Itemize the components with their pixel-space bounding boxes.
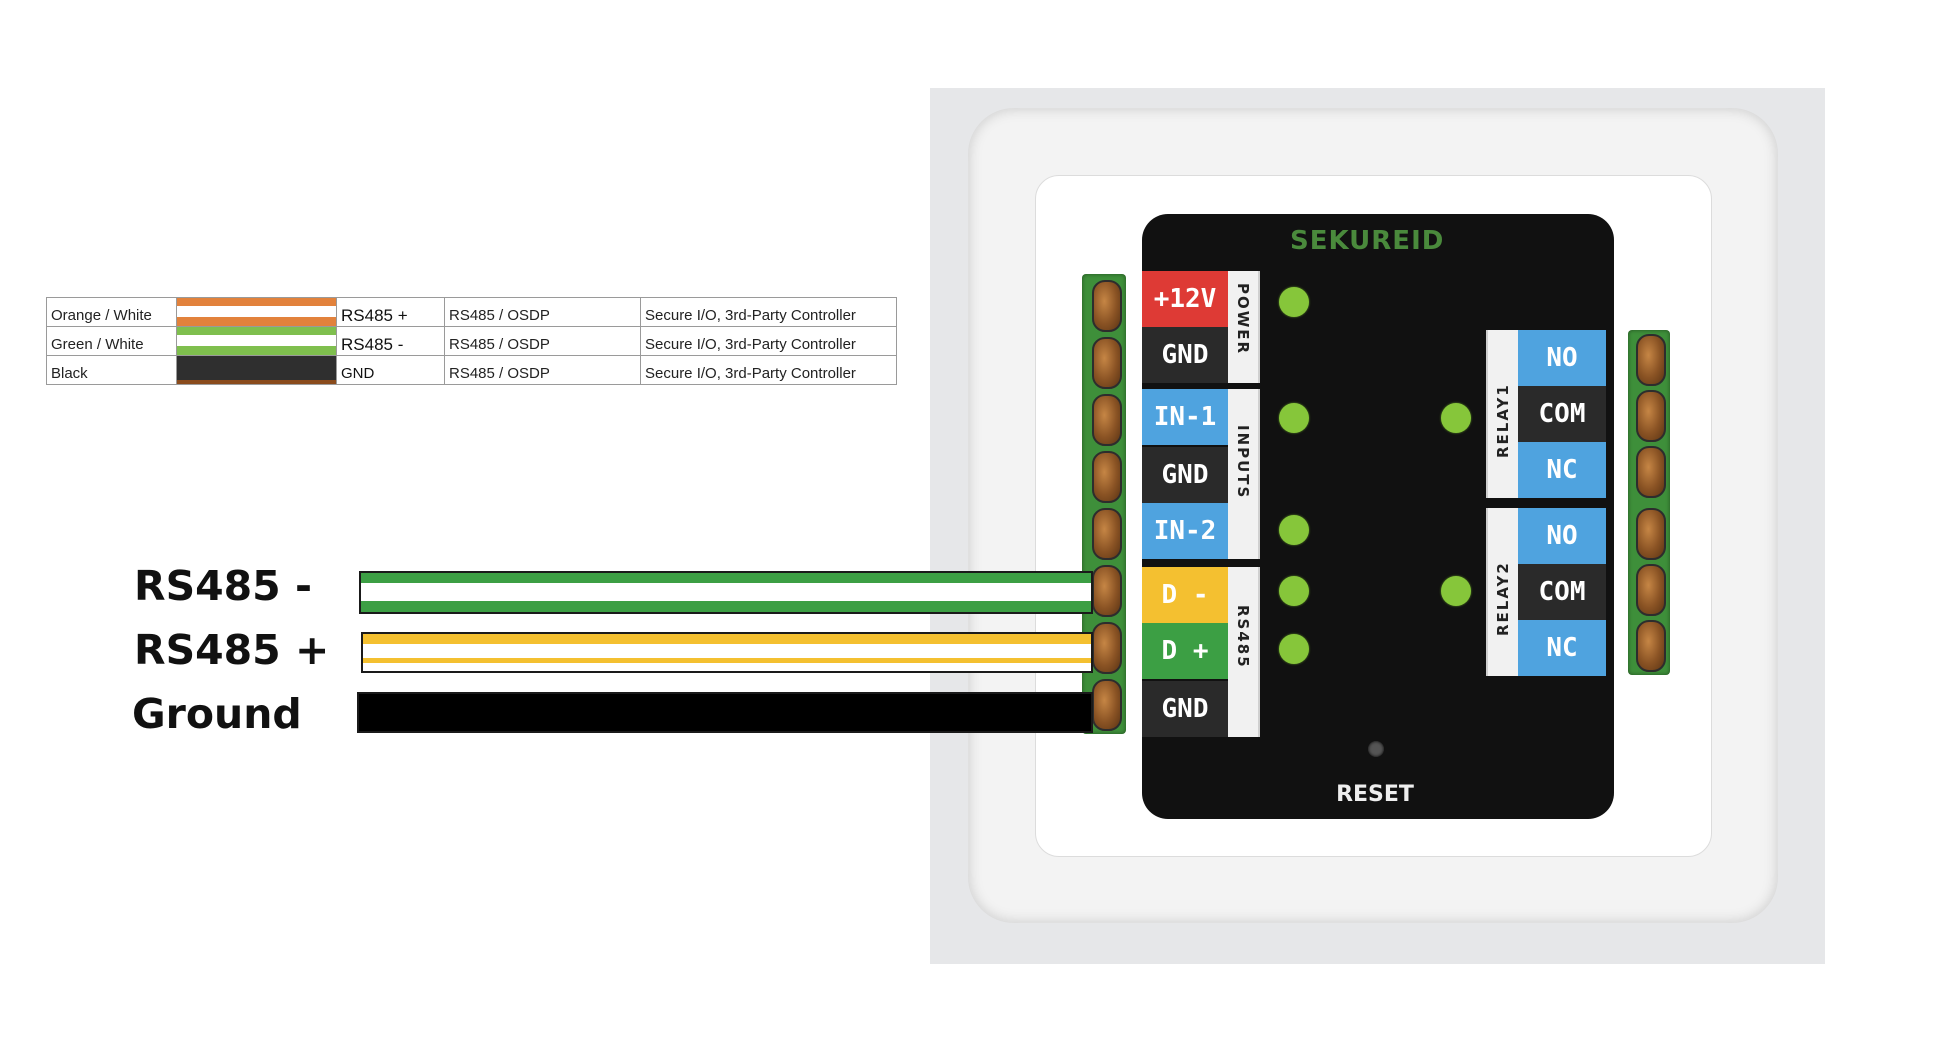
pin-label-in2: IN-2 <box>1142 503 1228 559</box>
pin-label-relay1-no: NO <box>1518 330 1606 386</box>
screw-terminal <box>1092 337 1122 389</box>
pin-label-relay1-nc: NC <box>1518 442 1606 498</box>
pin-label-gnd: GND <box>1142 447 1228 503</box>
screw-terminal <box>1092 679 1122 731</box>
screw-terminal <box>1092 394 1122 446</box>
wire-color-name: Black <box>46 355 177 385</box>
group-label-rs485: RS485 <box>1234 605 1252 669</box>
wire-color-name: Green / White <box>46 326 177 356</box>
wire-protocol: RS485 / OSDP <box>444 297 641 327</box>
table-row: Black GND RS485 / OSDP Secure I/O, 3rd-P… <box>46 355 897 385</box>
wire-color-name: Orange / White <box>46 297 177 327</box>
wire-rs485-minus <box>359 571 1093 614</box>
pin-label-12v: +12V <box>1142 271 1228 327</box>
group-tab-rs485: RS485 <box>1228 567 1260 737</box>
reset-label: RESET <box>1336 782 1414 807</box>
wire-rs485-plus <box>361 632 1093 673</box>
pin-label-relay2-nc: NC <box>1518 620 1606 676</box>
led-indicator <box>1279 634 1309 664</box>
wire-signal: RS485 + <box>336 297 445 327</box>
screw-terminal <box>1092 508 1122 560</box>
wire-label-rs485-minus: RS485 - <box>134 562 312 610</box>
pin-label-d-minus: D - <box>1142 567 1228 623</box>
wire-usage: Secure I/O, 3rd-Party Controller <box>640 355 897 385</box>
right-terminal-block <box>1628 330 1670 675</box>
led-indicator <box>1279 515 1309 545</box>
led-indicator <box>1279 403 1309 433</box>
wire-label-ground: Ground <box>132 690 302 738</box>
table-row: Green / White RS485 - RS485 / OSDP Secur… <box>46 326 897 356</box>
screw-terminal <box>1092 280 1122 332</box>
group-label-relay2: RELAY2 <box>1494 561 1512 636</box>
group-tab-relay2: RELAY2 <box>1486 508 1518 676</box>
led-indicator <box>1279 576 1309 606</box>
device-logo: SEKUREID <box>1290 226 1445 256</box>
group-label-inputs: INPUTS <box>1234 425 1252 500</box>
led-indicator <box>1441 576 1471 606</box>
pin-label-gnd: GND <box>1142 327 1228 383</box>
screw-terminal <box>1636 390 1666 442</box>
screw-terminal <box>1636 564 1666 616</box>
wire-signal: RS485 - <box>336 326 445 356</box>
table-row: Orange / White RS485 + RS485 / OSDP Secu… <box>46 297 897 327</box>
pin-label-gnd: GND <box>1142 681 1228 737</box>
wire-usage: Secure I/O, 3rd-Party Controller <box>640 297 897 327</box>
led-indicator <box>1441 403 1471 433</box>
screw-terminal <box>1636 334 1666 386</box>
screw-terminal <box>1636 620 1666 672</box>
wire-signal: GND <box>336 355 445 385</box>
wire-usage: Secure I/O, 3rd-Party Controller <box>640 326 897 356</box>
wire-protocol: RS485 / OSDP <box>444 355 641 385</box>
screw-terminal <box>1636 508 1666 560</box>
group-tab-inputs: INPUTS <box>1228 389 1260 559</box>
wiring-table: Orange / White RS485 + RS485 / OSDP Secu… <box>46 297 897 385</box>
screw-terminal <box>1636 446 1666 498</box>
wire-label-rs485-plus: RS485 + <box>134 626 330 674</box>
reset-button[interactable] <box>1368 741 1384 757</box>
wire-color-swatch-orange <box>176 297 337 327</box>
pin-label-d-plus: D + <box>1142 623 1228 679</box>
group-tab-power: POWER <box>1228 271 1260 383</box>
wire-color-swatch-black <box>176 355 337 385</box>
wire-protocol: RS485 / OSDP <box>444 326 641 356</box>
group-label-relay1: RELAY1 <box>1494 383 1512 458</box>
pin-label-in1: IN-1 <box>1142 389 1228 445</box>
group-label-power: POWER <box>1234 283 1252 356</box>
wire-color-swatch-green <box>176 326 337 356</box>
screw-terminal <box>1092 622 1122 674</box>
led-indicator <box>1279 287 1309 317</box>
pin-label-relay2-com: COM <box>1518 564 1606 620</box>
screw-terminal <box>1092 451 1122 503</box>
pin-label-relay1-com: COM <box>1518 386 1606 442</box>
wire-ground <box>357 692 1093 733</box>
screw-terminal <box>1092 565 1122 617</box>
group-tab-relay1: RELAY1 <box>1486 330 1518 498</box>
pin-label-relay2-no: NO <box>1518 508 1606 564</box>
